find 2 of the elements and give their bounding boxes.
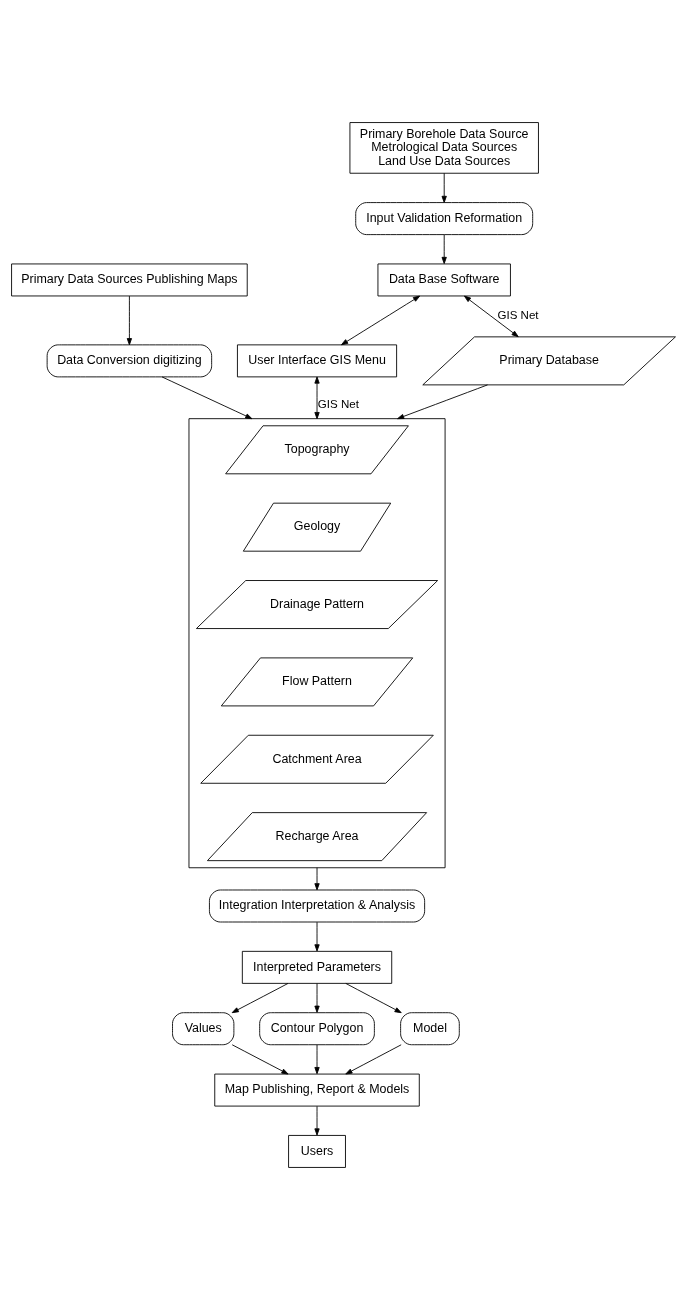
edge-label: GIS Net: [497, 309, 539, 322]
edge-label: GIS Net: [317, 398, 359, 411]
